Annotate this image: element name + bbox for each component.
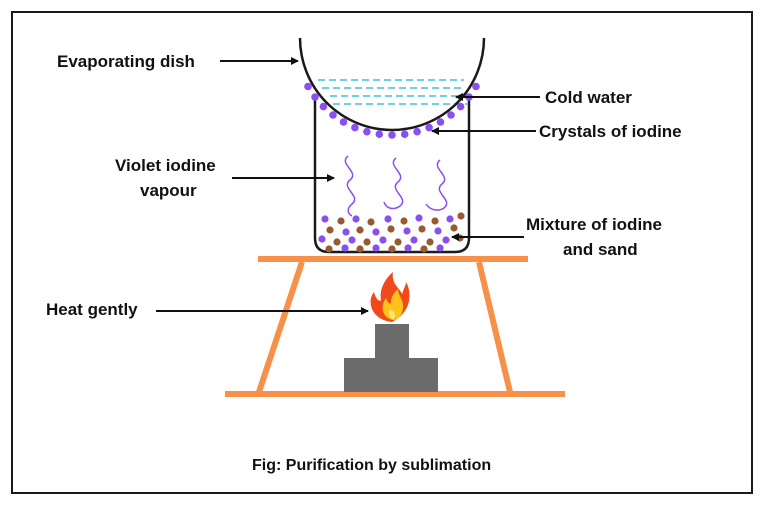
sand-particle bbox=[457, 212, 465, 220]
iodine-particle bbox=[348, 236, 356, 244]
iodine-crystal bbox=[456, 102, 465, 111]
sand-particle bbox=[394, 238, 402, 246]
sand-particle bbox=[337, 217, 345, 225]
tripod-stand bbox=[225, 256, 565, 397]
iodine-crystal bbox=[388, 131, 396, 139]
iodine-particle bbox=[404, 244, 412, 252]
sand-particle bbox=[426, 238, 434, 246]
iodine-particle bbox=[403, 227, 411, 235]
iodine-particle bbox=[342, 228, 350, 236]
vapour-squiggle bbox=[344, 155, 356, 217]
iodine-particle bbox=[415, 214, 423, 222]
sand-particle bbox=[387, 225, 395, 233]
iodine-crystal bbox=[425, 123, 433, 132]
iodine-crystal bbox=[351, 123, 359, 132]
sand-particle bbox=[356, 226, 364, 234]
iodine-particle bbox=[379, 236, 387, 244]
stand-left-leg bbox=[256, 261, 305, 393]
cold-water-lines bbox=[318, 79, 468, 105]
sand-particle bbox=[367, 218, 375, 226]
flame-icon bbox=[370, 272, 410, 322]
figure-caption: Fig: Purification by sublimation bbox=[252, 457, 491, 474]
iodine-particle bbox=[436, 244, 444, 252]
sand-particle bbox=[450, 224, 458, 232]
vapour-squiggle bbox=[425, 159, 448, 211]
iodine-particle bbox=[372, 228, 380, 236]
sand-particle bbox=[356, 245, 364, 253]
iodine-crystal bbox=[472, 82, 480, 91]
stand-right-leg bbox=[476, 261, 513, 393]
sand-particle bbox=[388, 245, 396, 253]
iodine-crystal bbox=[304, 82, 312, 91]
sand-particle bbox=[333, 238, 341, 246]
iodine-particle bbox=[410, 236, 418, 244]
vapour-squiggle bbox=[383, 157, 404, 210]
iodine-crystal bbox=[400, 130, 409, 138]
iodine-crystals bbox=[304, 82, 480, 139]
iodine-particle bbox=[352, 215, 360, 223]
iodine-particle bbox=[341, 244, 349, 252]
burner-neck bbox=[375, 324, 409, 360]
iodine-particle bbox=[442, 236, 450, 244]
iodine-particle bbox=[434, 227, 442, 235]
sand-particle bbox=[400, 217, 408, 225]
iodine-crystal bbox=[447, 111, 455, 119]
sand-particle bbox=[420, 245, 428, 253]
label-mixture-line2: and sand bbox=[563, 240, 638, 259]
label-evaporating-dish: Evaporating dish bbox=[57, 52, 195, 71]
iodine-particle bbox=[318, 235, 326, 243]
iodine-crystal bbox=[413, 127, 421, 136]
burner bbox=[344, 324, 438, 392]
sand-particle bbox=[431, 217, 439, 225]
iodine-crystal bbox=[319, 102, 328, 111]
label-heat-gently: Heat gently bbox=[46, 300, 138, 319]
stand-top-bar bbox=[258, 256, 528, 262]
stand-base-bar bbox=[225, 391, 565, 397]
iodine-particle bbox=[446, 215, 454, 223]
label-cold-water: Cold water bbox=[545, 88, 632, 107]
sand-particle bbox=[325, 245, 333, 253]
iodine-crystal bbox=[436, 118, 445, 126]
sand-particle bbox=[326, 226, 334, 234]
burner-base bbox=[344, 358, 438, 392]
sand-particle bbox=[418, 225, 426, 233]
iodine-particle bbox=[384, 215, 392, 223]
iodine-crystal bbox=[363, 127, 371, 136]
figure-frame bbox=[11, 11, 753, 494]
label-crystals-of-iodine: Crystals of iodine bbox=[539, 122, 682, 141]
iodine-crystal bbox=[329, 111, 337, 119]
label-violet-iodine: Violet iodine bbox=[115, 156, 216, 175]
evaporating-dish bbox=[298, 37, 486, 132]
iodine-crystal bbox=[311, 93, 319, 101]
sand-particle bbox=[363, 238, 371, 246]
iodine-crystal bbox=[375, 130, 384, 138]
iodine-crystal bbox=[339, 118, 348, 126]
label-mixture-line1: Mixture of iodine bbox=[526, 215, 662, 234]
iodine-vapour bbox=[344, 155, 448, 217]
label-arrows bbox=[156, 57, 540, 315]
iodine-particle bbox=[321, 215, 329, 223]
label-vapour: vapour bbox=[140, 181, 197, 200]
iodine-sand-mixture bbox=[318, 212, 465, 253]
iodine-particle bbox=[372, 244, 380, 252]
